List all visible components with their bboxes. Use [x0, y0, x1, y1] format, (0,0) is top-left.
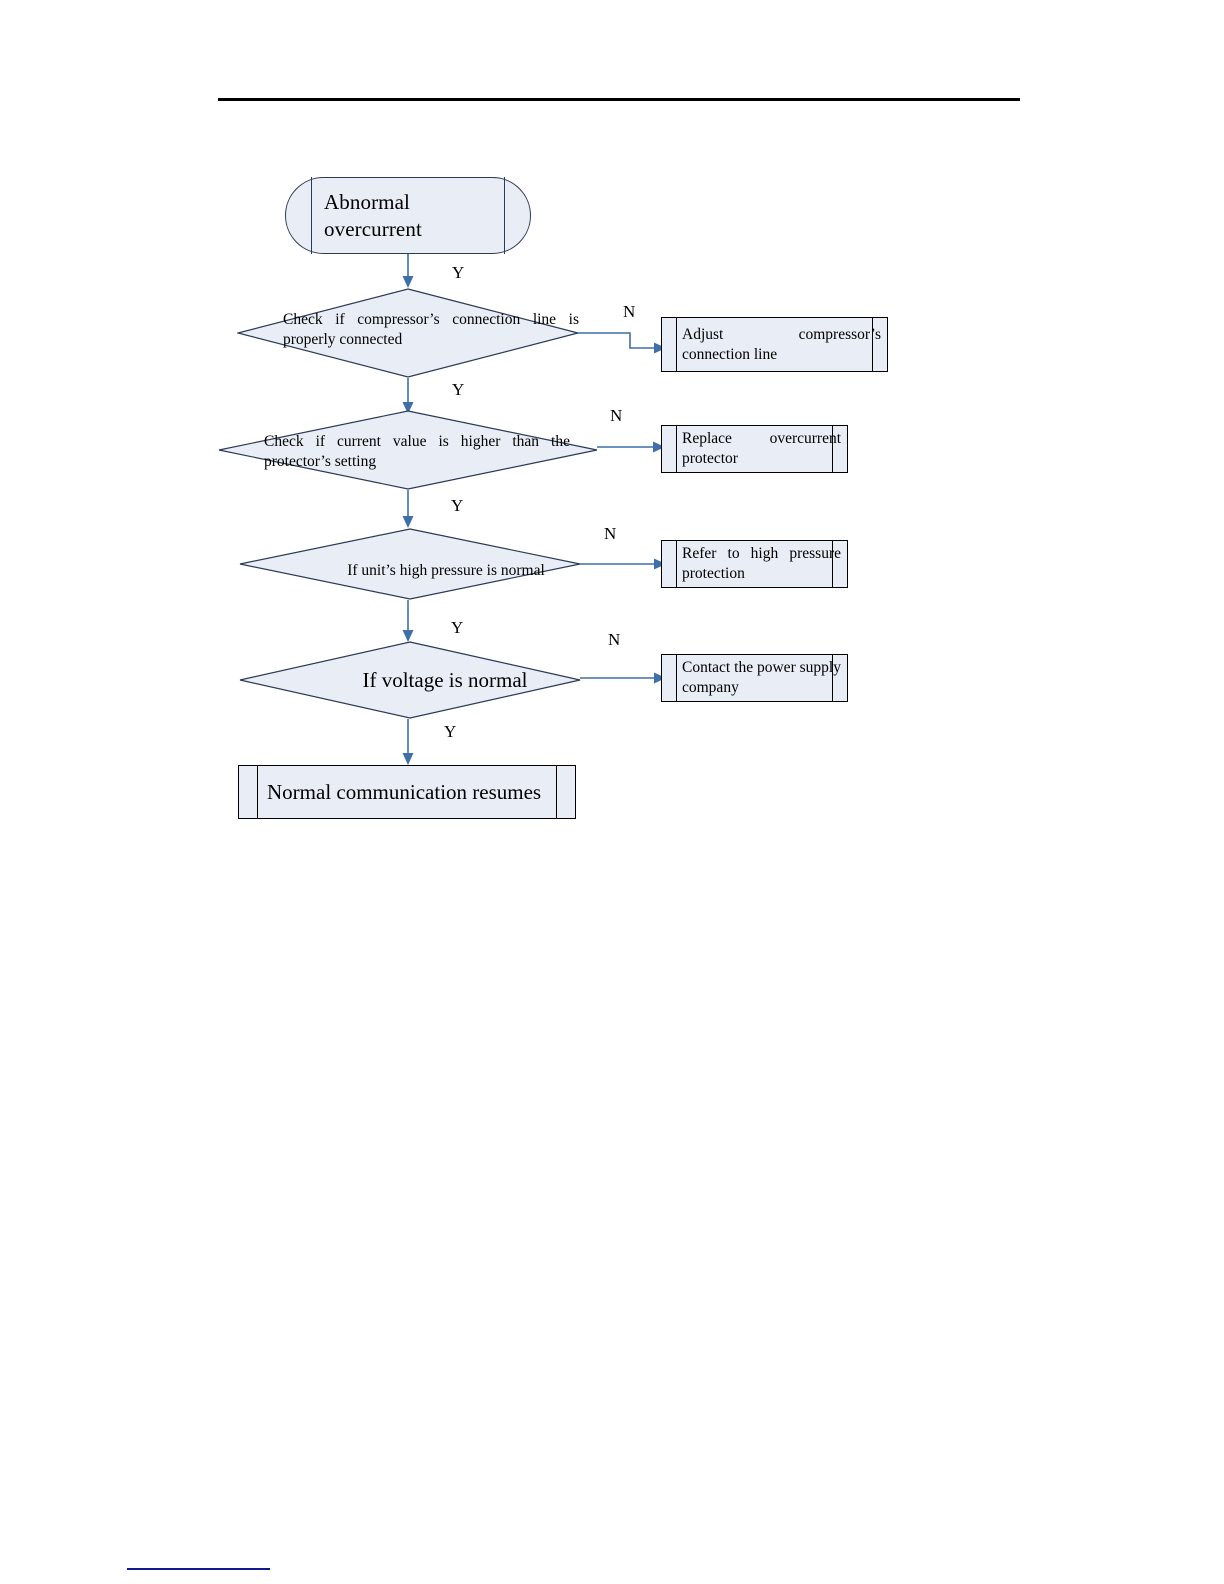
procbox-bar-left [257, 765, 258, 819]
procbox-bar-left [676, 654, 677, 702]
connector-decision1-to-decision2 [398, 378, 418, 416]
diamond-shape [237, 288, 579, 378]
node-end-normal-communication-resumes[interactable]: Normal communication resumes [238, 765, 576, 819]
branch-label-decision3-yes: Y [451, 618, 464, 637]
branch-label-decision4-yes: Y [444, 722, 457, 741]
connector-start-to-decision1 [398, 254, 418, 290]
node-action-contact-power-supply-company[interactable]: Contact the power supply company [661, 654, 848, 702]
connector-decision2-to-decision3 [398, 490, 418, 530]
node-end-label: Normal communication resumes [267, 779, 542, 804]
procbox-bar-right [556, 765, 557, 819]
diamond-shape [239, 641, 581, 719]
node-action-replace-overcurrent-protector[interactable]: Replace overcurrent protector [661, 425, 848, 473]
procbox-bar-right [832, 540, 833, 588]
procbox-bar-left [676, 425, 677, 473]
procbox-bar-left [676, 540, 677, 588]
branch-label-decision1-no: N [623, 302, 636, 321]
node-decision2-label: Check if current value is higher than th… [264, 433, 570, 471]
node-action1-label: Adjust compressor’s connection line [682, 325, 881, 363]
connector-decision3-no-to-action3 [580, 557, 670, 571]
diamond-shape [218, 410, 598, 490]
branch-label-start-yes: Y [452, 263, 465, 282]
procbox-bar-right [872, 317, 873, 372]
procbox-bar-right [832, 654, 833, 702]
node-decision-check-current-value[interactable]: Check if current value is higher than th… [218, 410, 598, 490]
node-action-refer-high-pressure-protection[interactable]: Refer to high pressure protection [661, 540, 848, 588]
terminator-cap-left [311, 177, 312, 254]
connector-decision4-to-end [398, 719, 418, 767]
branch-label-decision4-no: N [608, 630, 621, 649]
branch-label-decision1-yes: Y [452, 380, 465, 399]
node-start-abnormal-overcurrent[interactable]: Abnormal overcurrent [285, 177, 531, 254]
node-decision-voltage-normal[interactable]: If voltage is normal [239, 641, 581, 719]
node-action4-label: Contact the power supply company [682, 659, 841, 696]
node-decision-check-compressor-connection[interactable]: Check if compressor’s connection line is… [237, 288, 579, 378]
node-decision3-label: If unit’s high pressure is normal [347, 562, 545, 579]
branch-label-decision3-no: N [604, 524, 617, 543]
branch-label-decision2-no: N [610, 406, 623, 425]
connector-decision4-no-to-action4 [580, 671, 670, 685]
node-start-label: Abnormal overcurrent [324, 190, 422, 241]
node-action-adjust-compressor-connection-line[interactable]: Adjust compressor’s connection line [661, 317, 888, 372]
procbox-bar-left [676, 317, 677, 372]
header-rule [218, 98, 1020, 101]
node-decision-unit-high-pressure-normal[interactable]: If unit’s high pressure is normal [239, 528, 581, 600]
node-action3-label: Refer to high pressure protection [682, 545, 841, 582]
node-action2-label: Replace overcurrent protector [682, 430, 841, 467]
node-decision1-label: Check if compressor’s connection line is… [283, 311, 579, 349]
footnote-separator-rule [127, 1568, 270, 1570]
diamond-shape [239, 528, 581, 600]
terminator-cap-right [504, 177, 505, 254]
connector-decision3-to-decision4 [398, 600, 418, 644]
procbox-bar-right [832, 425, 833, 473]
connector-decision1-no-to-action1 [578, 328, 670, 354]
branch-label-decision2-yes: Y [451, 496, 464, 515]
connector-decision2-no-to-action2 [597, 440, 669, 454]
node-decision4-label: If voltage is normal [362, 668, 528, 692]
